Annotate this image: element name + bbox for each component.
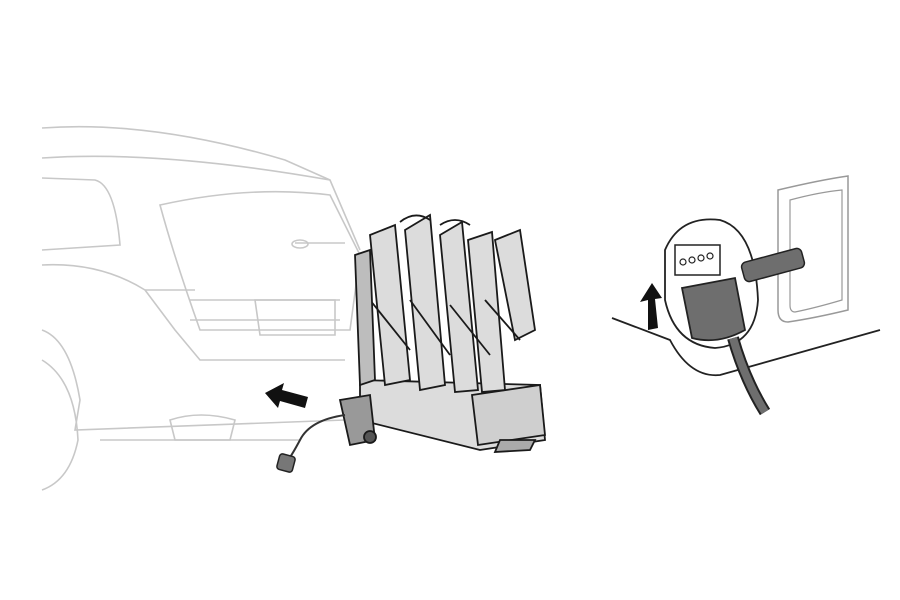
socket-lever (740, 247, 806, 283)
carrier-cable (276, 414, 346, 473)
arrow-up-icon (640, 283, 662, 330)
car-rear-outline (41, 125, 361, 491)
socket-detail (611, 175, 881, 416)
arrow-left-icon (265, 383, 308, 408)
plug-head (680, 276, 747, 342)
bike-carrier (338, 213, 546, 453)
plug-icon (276, 453, 296, 473)
